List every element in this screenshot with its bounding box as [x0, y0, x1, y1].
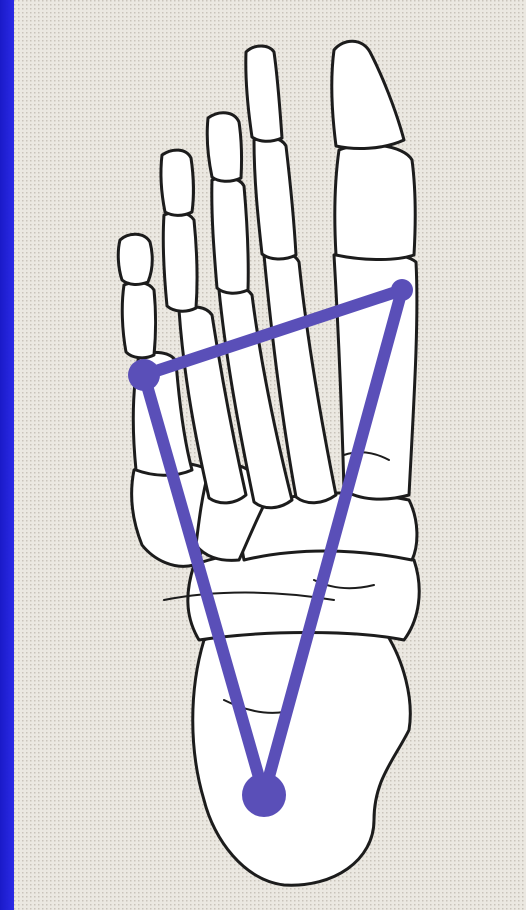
phalanx-3-proximal — [212, 178, 248, 294]
phalanx-5-proximal — [122, 282, 155, 358]
first-metatarsal-head-point — [391, 279, 413, 301]
phalanx-5-distal — [118, 234, 152, 284]
talus-bone — [188, 549, 419, 640]
phalanx-3-distal — [207, 113, 241, 182]
fifth-metatarsal-head-point — [128, 359, 160, 391]
slide-left-border — [0, 0, 14, 910]
foot-diagram — [14, 0, 526, 910]
phalanx-4-distal — [161, 150, 193, 215]
phalanx-2-distal — [246, 46, 282, 141]
phalanx-4-proximal — [163, 212, 197, 311]
phalanx-1-proximal — [335, 145, 416, 260]
calcaneus-point — [242, 773, 286, 817]
figure-panel — [14, 0, 526, 910]
